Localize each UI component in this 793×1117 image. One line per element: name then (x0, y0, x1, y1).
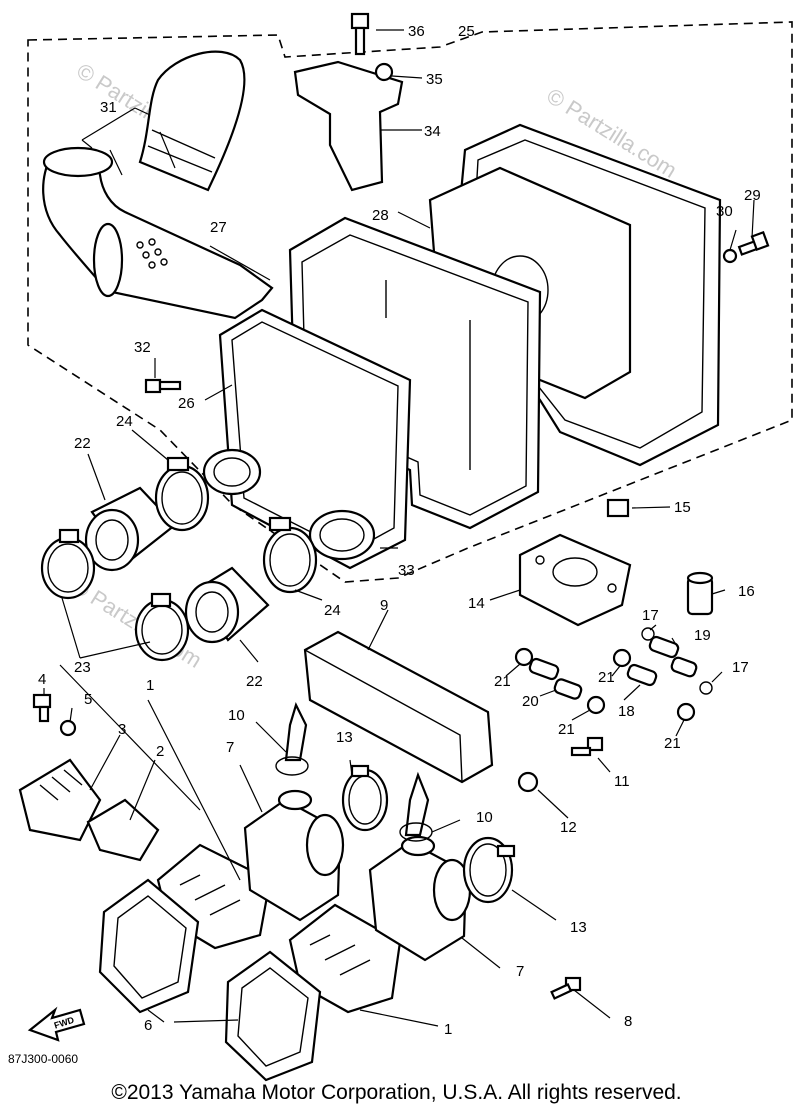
bolt-4-illustration (32, 693, 52, 723)
callout-28: 28 (372, 207, 389, 224)
callout-31: 31 (100, 99, 117, 116)
callout-7-lower: 7 (516, 963, 524, 980)
bolt-32-illustration (144, 378, 182, 394)
callout-5: 5 (84, 691, 92, 708)
callout-10-lower: 10 (476, 809, 493, 826)
bolt-36-illustration (350, 12, 370, 56)
callout-24-upper: 24 (116, 413, 133, 430)
callout-12: 12 (560, 819, 577, 836)
duct-holes (136, 238, 168, 269)
callout-10-upper: 10 (228, 707, 245, 724)
callout-2: 2 (156, 743, 164, 760)
fitting-14-illustration (518, 533, 632, 627)
bracket-34-illustration (293, 60, 404, 192)
hose-pieces-illustration (528, 635, 698, 700)
callout-7-upper: 7 (226, 739, 234, 756)
callout-14: 14 (468, 595, 485, 612)
callout-13-lower: 13 (570, 919, 587, 936)
callout-15: 15 (674, 499, 691, 516)
diagram-code: 87J300-0060 (8, 1052, 79, 1066)
callout-17-lower: 17 (732, 659, 749, 676)
callout-1-upper: 1 (146, 677, 154, 694)
manifold-7-upper-illustration (243, 789, 345, 922)
callout-21-c: 21 (558, 721, 575, 738)
callout-23: 23 (74, 659, 91, 676)
callout-26: 26 (178, 395, 195, 412)
intake-joint-22-left-illustration (84, 486, 177, 572)
bolt-29-illustration (737, 230, 770, 256)
callout-36: 36 (408, 23, 425, 40)
callout-27: 27 (210, 219, 227, 236)
o-ring-10-upper-illustration (275, 756, 309, 776)
callout-labels: 36 25 35 34 31 27 28 30 29 32 26 24 22 3… (38, 23, 761, 1038)
callout-13-upper: 13 (336, 729, 353, 746)
hose-16-illustration (686, 571, 714, 616)
callout-34: 34 (424, 123, 441, 140)
air-box-assembly-outline (27, 21, 793, 583)
bolt-11-illustration (570, 736, 604, 757)
clamp-13-lower-illustration (462, 836, 516, 904)
leader-lines (43, 29, 755, 1027)
callout-8: 8 (624, 1013, 632, 1030)
callout-22-upper: 22 (74, 435, 91, 452)
clamp-24-lower-illustration (262, 516, 318, 594)
callout-4: 4 (38, 671, 46, 688)
callout-19: 19 (694, 627, 711, 644)
clamp-13-upper-illustration (341, 764, 389, 832)
callout-21-b: 21 (598, 669, 615, 686)
callout-21-a: 21 (494, 673, 511, 690)
clamp-24-upper-illustration (154, 456, 210, 532)
copyright-notice: ©2013 Yamaha Motor Corporation, U.S.A. A… (111, 1081, 682, 1104)
callout-6: 6 (144, 1017, 152, 1034)
clip-21-illustration (514, 647, 696, 722)
callout-29: 29 (744, 187, 761, 204)
filter-cover-26-illustration (218, 308, 412, 570)
intake-duct-31-illustration (138, 50, 246, 192)
callout-1-lower: 1 (444, 1021, 452, 1038)
forward-direction-arrow: FWD (27, 1006, 86, 1042)
callout-25: 25 (458, 23, 475, 40)
reed-stopper-3-illustration (18, 758, 102, 842)
clip-17-illustration (641, 627, 713, 695)
callout-30: 30 (716, 203, 733, 220)
manifold-7-lower-illustration (368, 835, 472, 962)
callout-24-lower: 24 (324, 602, 341, 619)
reed-valve-2-illustration (86, 798, 160, 862)
bolt-8-illustration (550, 976, 582, 1000)
clamp-23-left-illustration (40, 528, 96, 600)
callout-20: 20 (522, 693, 539, 710)
callout-16: 16 (738, 583, 755, 600)
callout-21-d: 21 (664, 735, 681, 752)
air-box-outlet-33-illustration (308, 509, 376, 561)
cap-15-illustration (606, 498, 630, 518)
clamp-23-right-illustration (134, 592, 190, 662)
callout-33: 33 (398, 562, 415, 579)
callout-35: 35 (426, 71, 443, 88)
callout-17-upper: 17 (642, 607, 659, 624)
callout-18: 18 (618, 703, 635, 720)
washer-5-illustration (59, 719, 77, 737)
callout-11: 11 (614, 773, 630, 790)
washer-30-illustration (722, 248, 738, 264)
nut-35-illustration (374, 62, 394, 82)
callout-3: 3 (118, 721, 126, 738)
callout-9: 9 (380, 597, 388, 614)
air-box-outlet-illustration (202, 448, 262, 496)
intake-joint-22-right-illustration (184, 566, 270, 644)
intake-silencer-9-illustration (284, 630, 494, 837)
nut-12-illustration (517, 771, 539, 793)
callout-32: 32 (134, 339, 151, 356)
callout-22-lower: 22 (246, 673, 263, 690)
